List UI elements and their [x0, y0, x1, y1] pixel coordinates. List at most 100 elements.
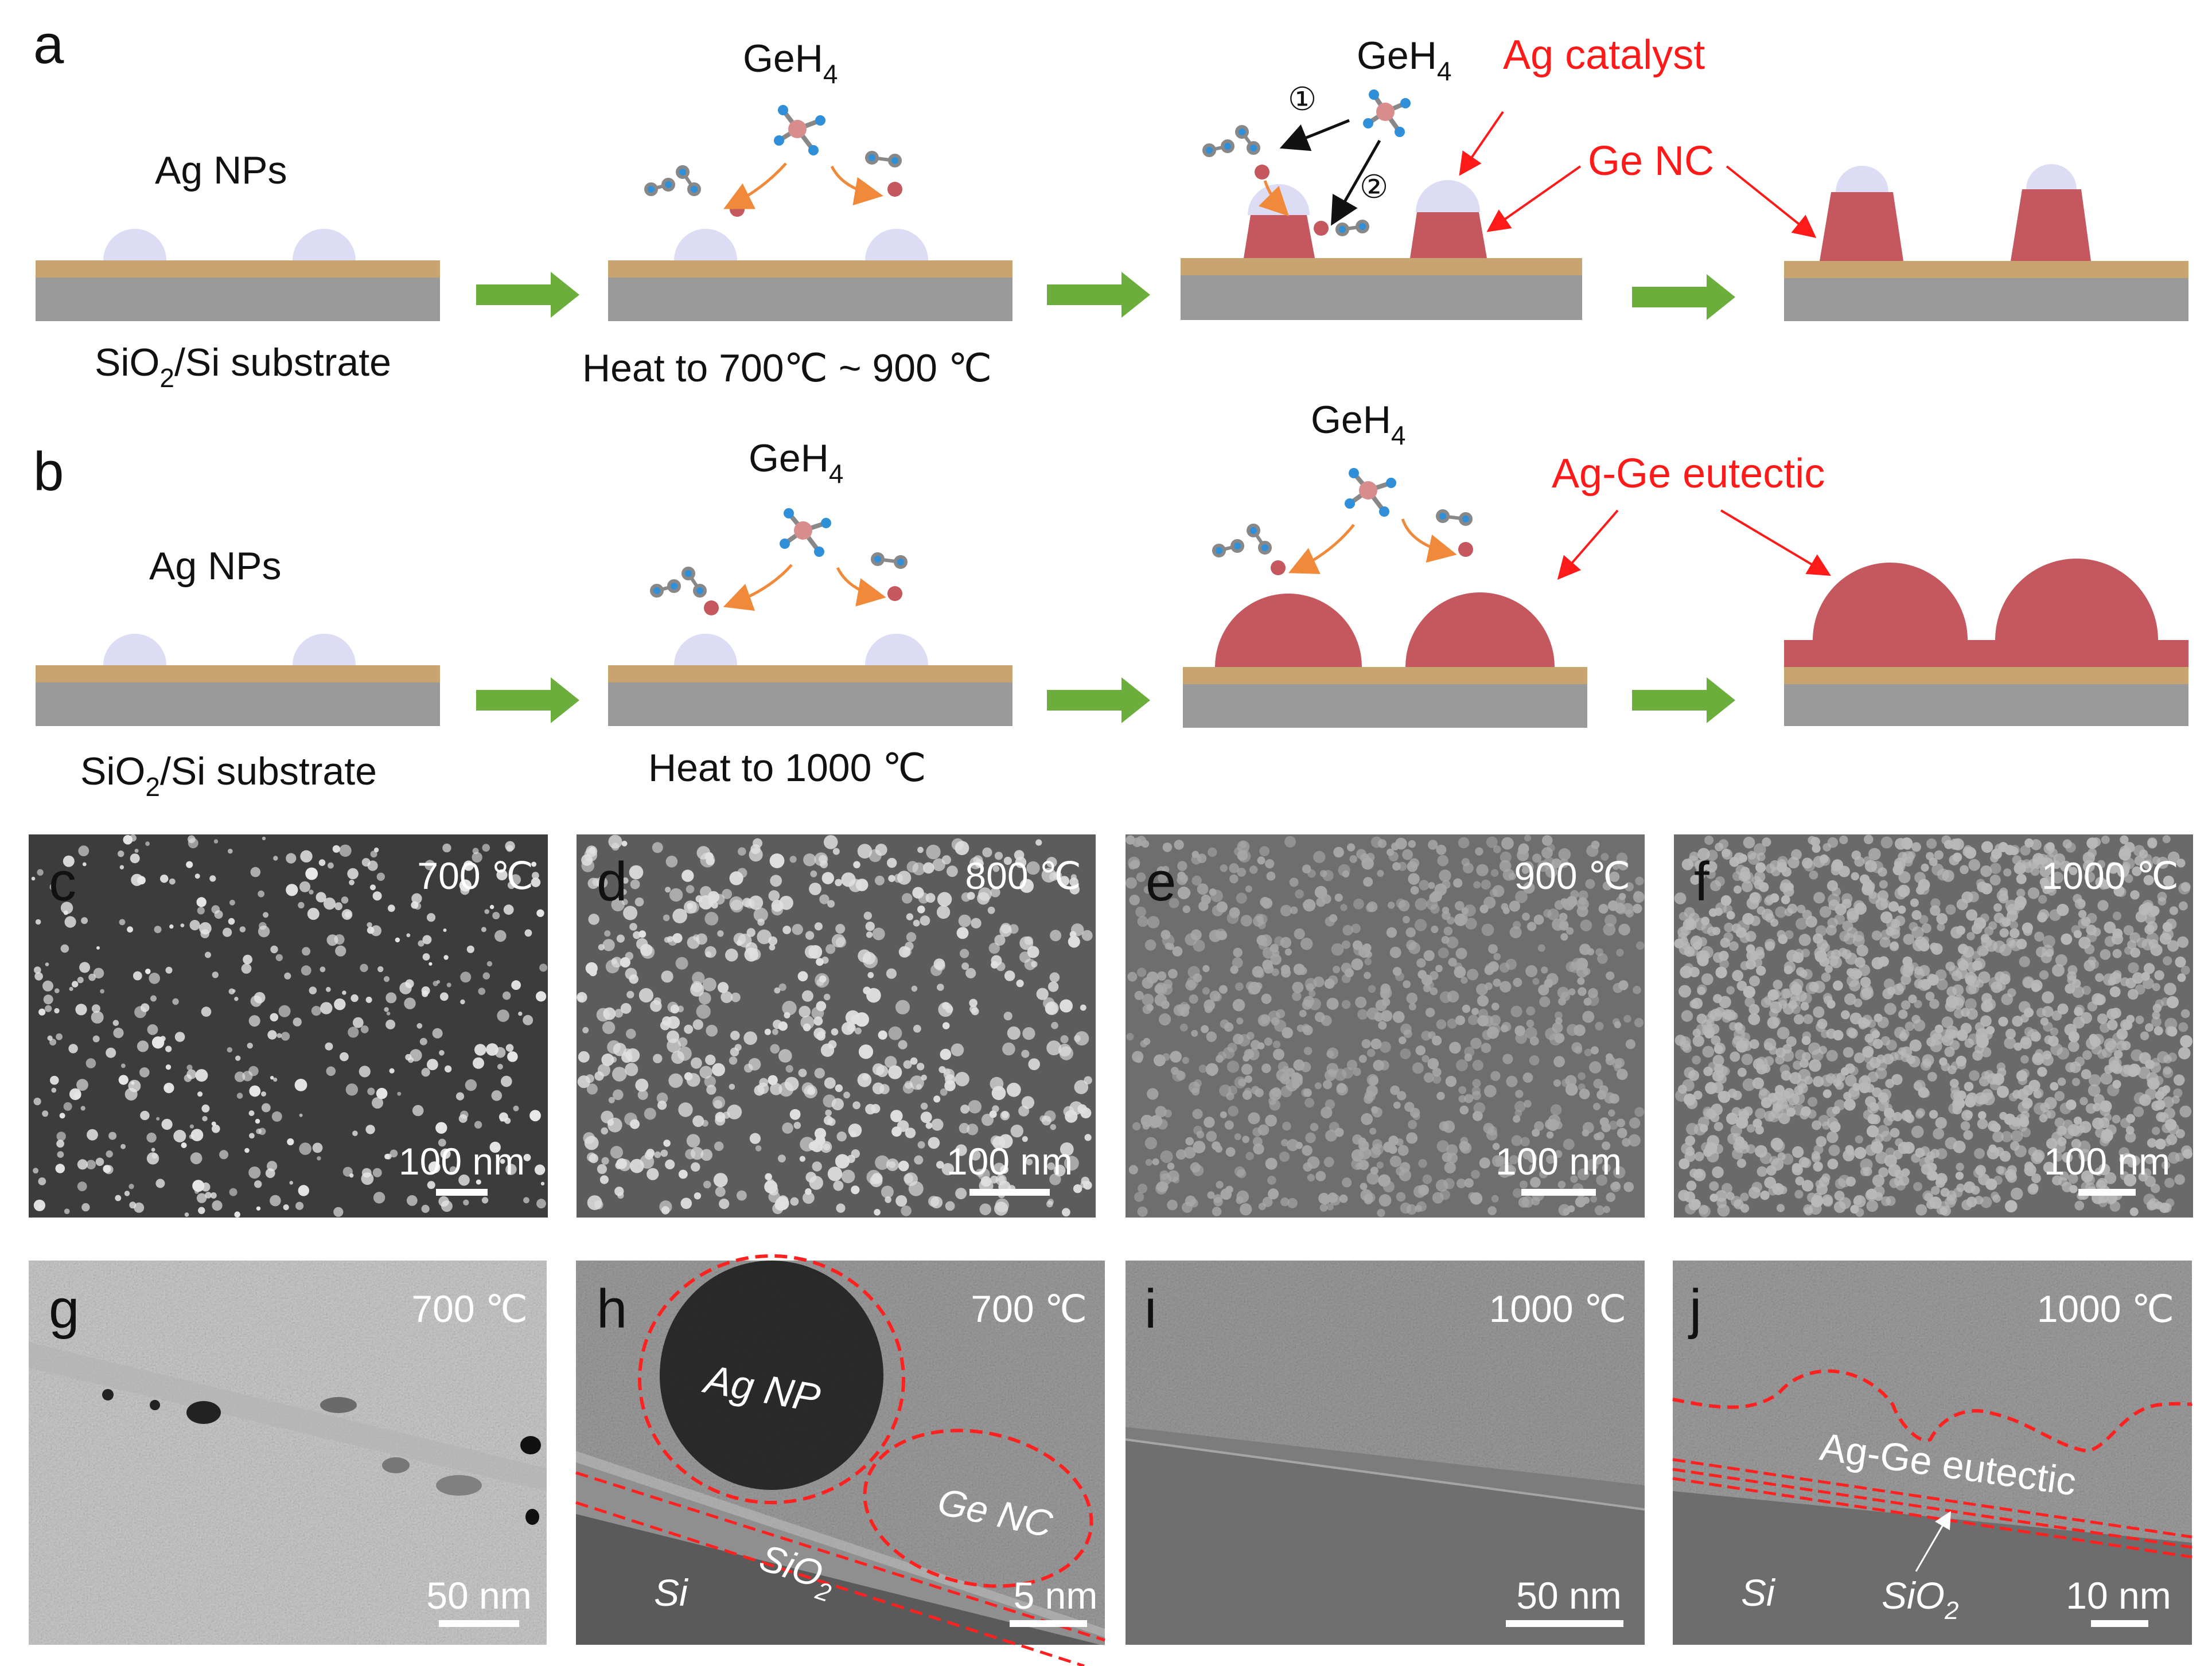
sem-particle	[1506, 1075, 1518, 1087]
sem-particle	[181, 1142, 187, 1148]
sem-particle	[1239, 841, 1247, 849]
sem-particle	[145, 969, 151, 974]
sem-particle	[1603, 923, 1616, 936]
sem-particle	[1726, 1192, 1735, 1200]
sem-particle	[1768, 1093, 1778, 1102]
sem-particle	[1425, 1008, 1435, 1017]
sem-particle	[994, 934, 1006, 946]
sem-particle	[612, 1067, 627, 1082]
sem-particle	[798, 1068, 807, 1078]
sem-particle	[1417, 970, 1427, 979]
sem-particle	[1517, 849, 1529, 861]
sem-particle	[1813, 1076, 1824, 1087]
sem-particle	[1929, 998, 1940, 1009]
sem-particle	[1526, 1019, 1535, 1028]
sem-particle	[118, 1075, 128, 1085]
sem-particle	[1060, 1142, 1074, 1156]
sem-particle	[1692, 1035, 1704, 1047]
sem-particle	[1439, 1121, 1449, 1132]
sem-particle	[34, 966, 41, 974]
sem-particle	[1147, 1088, 1159, 1100]
sem-particle	[443, 955, 449, 960]
sem-particle	[816, 958, 824, 966]
sem-particle	[474, 1121, 482, 1129]
sem-particle	[2061, 933, 2073, 945]
sem-particle	[1529, 1055, 1540, 1066]
sem-particle	[1207, 1191, 1215, 1199]
sem-particle	[1580, 919, 1592, 931]
sem-particle	[1459, 1141, 1470, 1152]
sem-particle	[2051, 1010, 2062, 1021]
sem-particle	[1822, 1196, 1833, 1207]
sem-particle	[287, 1138, 294, 1146]
sem-particle	[2120, 1064, 2132, 1077]
sem-particle	[2082, 852, 2095, 864]
sem-particle	[656, 1093, 668, 1104]
sem-particle	[481, 927, 486, 933]
sem-particle	[1314, 1082, 1322, 1090]
sem-particle	[1989, 875, 2001, 886]
sem-particle	[139, 1067, 150, 1078]
sem-particle	[404, 997, 416, 1009]
sem-particle	[586, 1083, 598, 1095]
sem-particle	[386, 1012, 391, 1016]
sem-particle	[1739, 932, 1751, 943]
sem-particle	[1539, 1170, 1548, 1179]
sem-particle	[286, 884, 298, 896]
tem-scale-label-j: 10 nm	[2066, 1574, 2171, 1617]
geh4-label: GeH4	[1357, 34, 1451, 86]
j-si-label: Si	[1741, 1571, 1776, 1614]
sem-particle	[913, 919, 920, 927]
sem-particle	[833, 1180, 844, 1191]
sem-particle	[1532, 1129, 1540, 1137]
sem-particle	[2010, 1141, 2020, 1151]
sem-particle	[1455, 947, 1467, 959]
sem-particle	[691, 1057, 702, 1069]
sem-particle	[455, 1092, 465, 1101]
sem-particle	[1568, 988, 1576, 996]
sem-particle	[1752, 1077, 1765, 1090]
sem-particle	[1826, 1049, 1838, 1062]
sem-particle	[184, 1074, 192, 1082]
sem-particle	[1325, 1129, 1337, 1142]
sem-particle	[259, 922, 267, 930]
sem-particle	[1340, 904, 1348, 911]
panel-a-schematic: a Ag NPs SiO2/Si substrate GeH4	[33, 14, 2188, 393]
sem-particle	[865, 922, 875, 931]
sem-particle	[1720, 895, 1732, 906]
sem-particle	[500, 1118, 504, 1122]
sem-particle	[334, 934, 345, 945]
sem-particle	[1762, 837, 1771, 847]
ge-nc-label: Ge NC	[1588, 138, 1714, 184]
sem-particle	[1413, 1185, 1426, 1198]
sem-particle	[1193, 939, 1205, 952]
sem-particle	[50, 1075, 59, 1085]
sem-particle	[2082, 1050, 2092, 1060]
sem-particle	[202, 1115, 208, 1122]
sem-particle	[1684, 1067, 1696, 1079]
sem-particle	[411, 893, 422, 904]
sem-particle	[1921, 863, 1929, 872]
sem-particle	[2100, 949, 2111, 960]
sem-particle	[1547, 844, 1555, 852]
sem-particle	[1996, 889, 2008, 902]
sem-particle	[867, 971, 874, 978]
sem-particle	[1715, 842, 1724, 852]
sem-particle	[2032, 1053, 2044, 1066]
sem-particle	[588, 914, 599, 925]
sem-particle	[194, 1189, 199, 1194]
sem-particle	[1155, 1182, 1167, 1195]
sem-particle	[1767, 1016, 1779, 1029]
sem-particle	[1545, 1028, 1557, 1040]
sem-particle	[1709, 1008, 1723, 1021]
sem-particle	[1387, 848, 1394, 856]
sem-particle	[262, 836, 266, 841]
sem-particle	[352, 1130, 358, 1136]
sem-particle	[1755, 949, 1765, 959]
sem-particle	[1633, 985, 1641, 994]
sem-particle	[54, 1008, 60, 1014]
sem-particle	[1435, 1179, 1448, 1192]
sem-particle	[1623, 1015, 1631, 1023]
sem-particle	[2123, 925, 2134, 935]
sem-particle	[1458, 1086, 1467, 1094]
